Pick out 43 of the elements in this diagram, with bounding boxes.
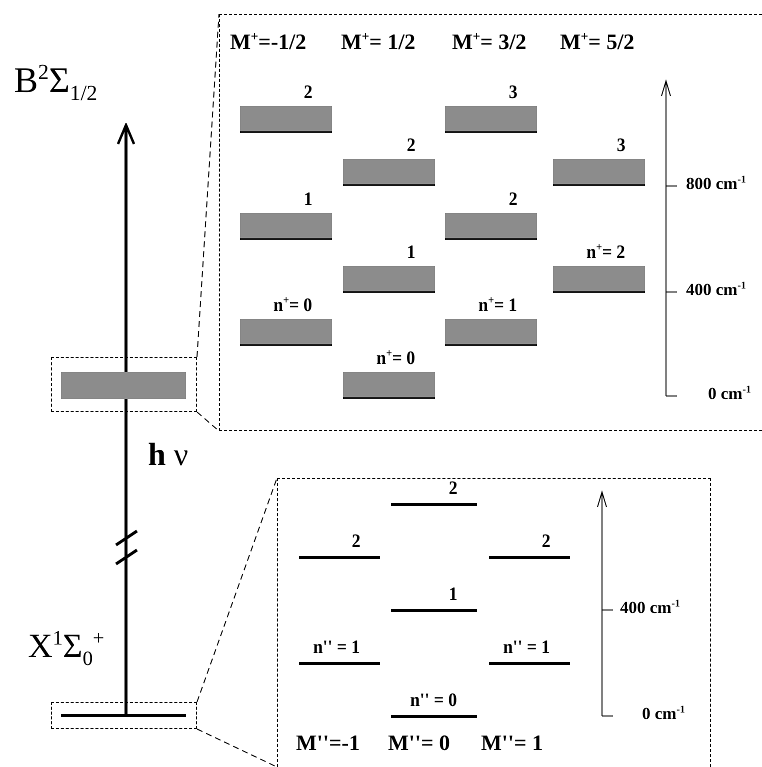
level-line (61, 714, 186, 717)
axis-label: 400 cm$^{-1}$ (620, 599, 680, 618)
level-label: 1 (303, 189, 312, 211)
axis-label: 800 cm$^{-1}$ (686, 175, 746, 194)
level-label: n'' = 0 (410, 690, 457, 712)
column-header: M''= 0 (388, 731, 450, 756)
column-header: M$^{+}$= 3/2 (452, 30, 526, 54)
zoom-line (196, 14, 220, 358)
level-label: n'' = 1 (313, 637, 360, 659)
arrow (116, 124, 136, 372)
level-label: n$^{+}$= 0 (376, 348, 415, 370)
axis-label: 0 cm$^{-1}$ (708, 385, 751, 404)
energy-band (61, 372, 186, 399)
state-label: B$^{2}$Σ$_{1/2}$ (14, 62, 140, 125)
level-label: 1 (406, 242, 415, 264)
level-label: 2 (448, 478, 457, 500)
zoom-box (51, 357, 197, 412)
edge-label: h ν (148, 438, 188, 470)
column-header: M$^{+}$= 1/2 (341, 30, 416, 54)
inset-panel (219, 14, 762, 431)
zoom-box (51, 702, 197, 729)
inset-panel (277, 478, 711, 767)
zoom-line (196, 478, 278, 702)
level-label: 2 (303, 82, 312, 104)
level-label: n$^{+}$= 0 (273, 295, 312, 317)
zoom-line (196, 412, 220, 432)
level-label: 2 (508, 189, 517, 211)
level-label: n$^{+}$= 1 (478, 295, 517, 317)
level-label: 2 (541, 531, 550, 553)
level-label: n$^{+}$= 2 (586, 242, 625, 264)
column-header: M''=-1 (296, 731, 360, 756)
column-header: M$^{+}$=-1/2 (230, 30, 306, 54)
zoom-line (196, 728, 278, 767)
level-label: 3 (508, 82, 517, 104)
axis-label: 400 cm$^{-1}$ (686, 281, 746, 300)
column-header: M$^{+}$= 5/2 (560, 30, 634, 54)
level-label: 2 (351, 531, 360, 553)
column-header: M''= 1 (481, 731, 544, 756)
axis-label: 0 cm$^{-1}$ (642, 705, 685, 724)
level-label: n'' = 1 (503, 637, 550, 659)
level-label: 1 (448, 584, 457, 606)
level-label: 3 (616, 135, 625, 157)
level-label: 2 (406, 135, 415, 157)
